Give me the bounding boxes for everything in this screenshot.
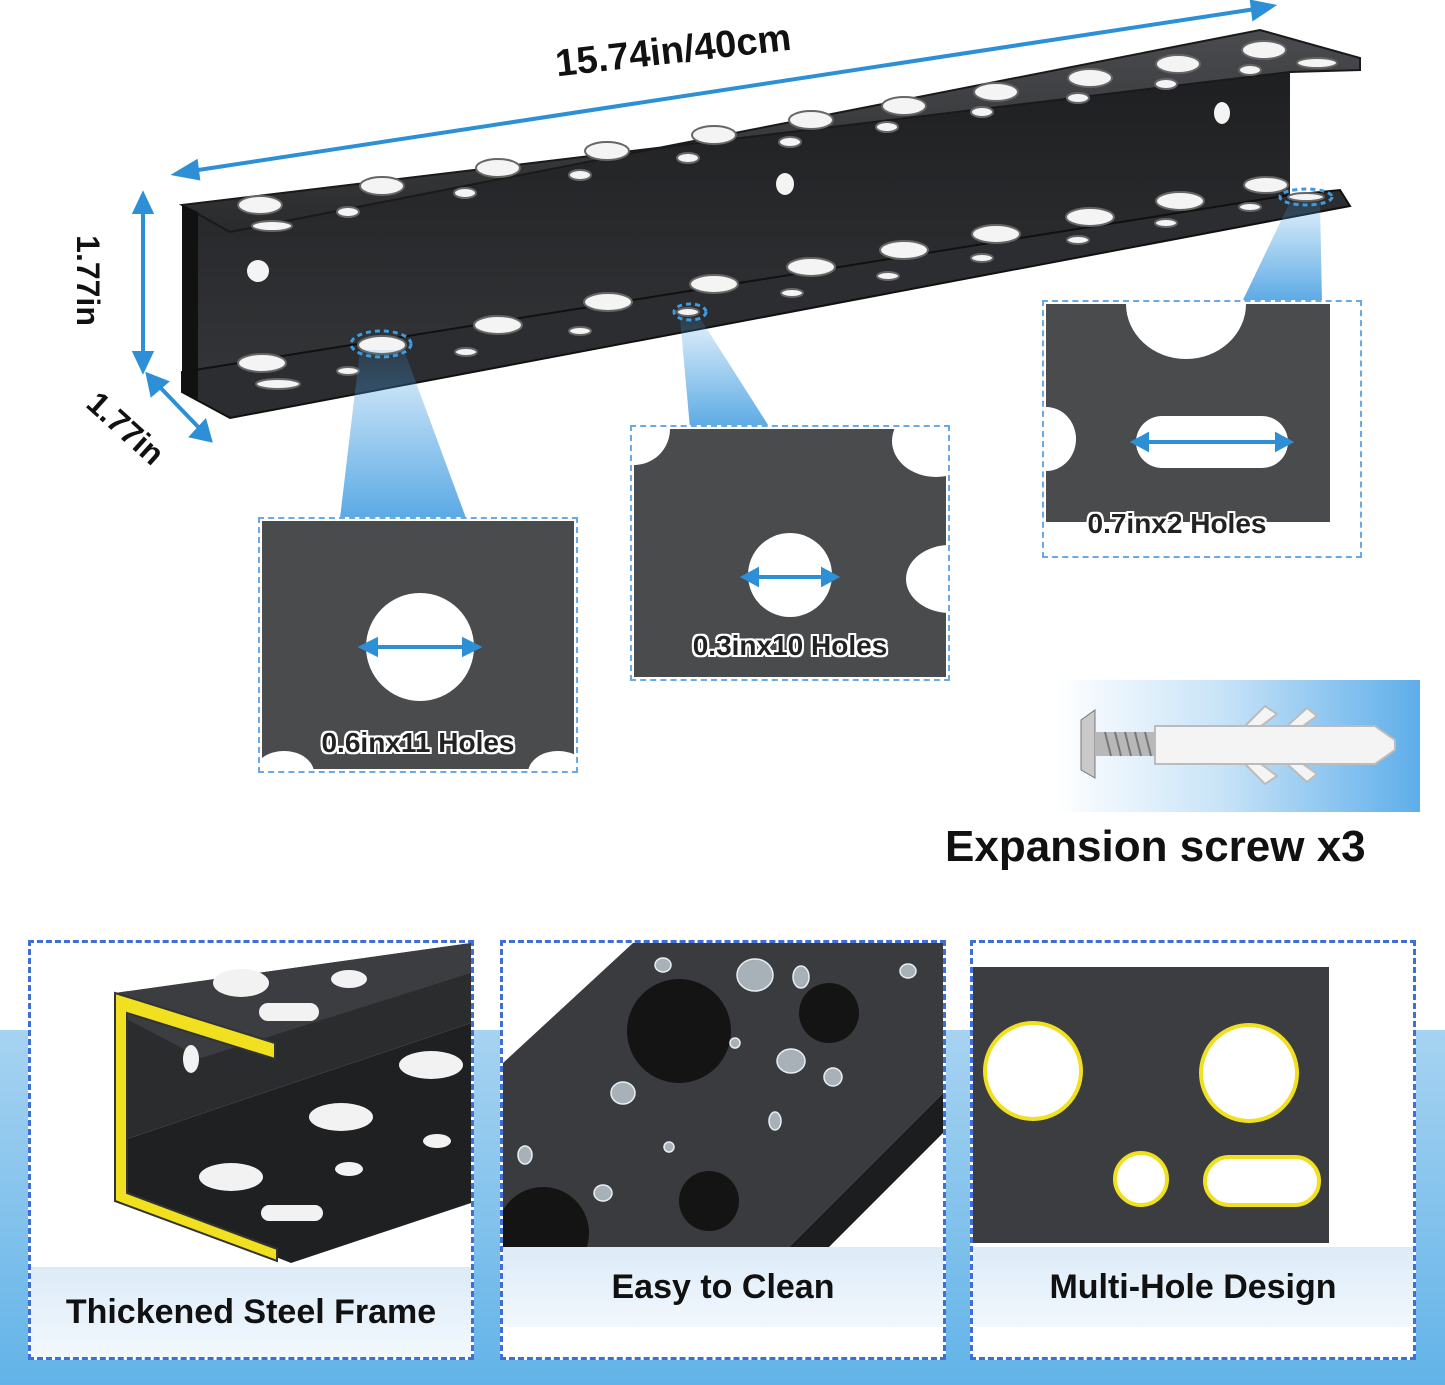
height-dimension: 1.77in [69,235,106,326]
steel-frame-caption: Thickened Steel Frame [31,1267,471,1357]
expansion-screw-label: Expansion screw x3 [945,822,1366,871]
beam-small [680,318,770,428]
easy-clean-image [503,943,943,1273]
beam-slot [1242,202,1322,302]
slot-holes-label: 0.7inx2 Holes [1087,508,1267,539]
length-arrow [170,0,1278,181]
easy-clean-caption: Easy to Clean [503,1247,943,1327]
expansion-screw-panel [1055,680,1420,812]
steel-frame-image [114,943,471,1263]
small-hole-closeup [634,429,946,617]
beam-large [340,350,466,518]
small-holes-label: 0.3inx10 Holes [692,630,888,661]
multi-hole-image [973,967,1329,1243]
detail-slot-holes: 0.7inx2 Holes [1042,300,1362,558]
rail-back-wall [182,72,1290,372]
expansion-screw-icon [1080,704,1396,786]
feature-card-easy-clean: Easy to Clean [500,940,946,1360]
feature-card-steel-frame: Thickened Steel Frame [28,940,474,1360]
large-holes-label: 0.6inx11 Holes [321,727,515,758]
feature-card-multi-hole: Multi-Hole Design [970,940,1416,1360]
detail-large-holes: 0.6inx11 Holes [258,517,578,773]
rail-top-flange [178,28,1361,234]
height-arrow [131,190,155,375]
detail-small-holes: 0.3inx10 Holes [630,425,950,681]
mounting-holes [247,102,1230,282]
tool-rail-illustration [131,0,1361,518]
large-hole-closeup [262,593,574,769]
depth-arrow [145,371,213,443]
slot-hole-closeup [1046,304,1295,471]
top-flange-holes [237,40,1338,232]
multi-hole-caption: Multi-Hole Design [973,1247,1413,1327]
